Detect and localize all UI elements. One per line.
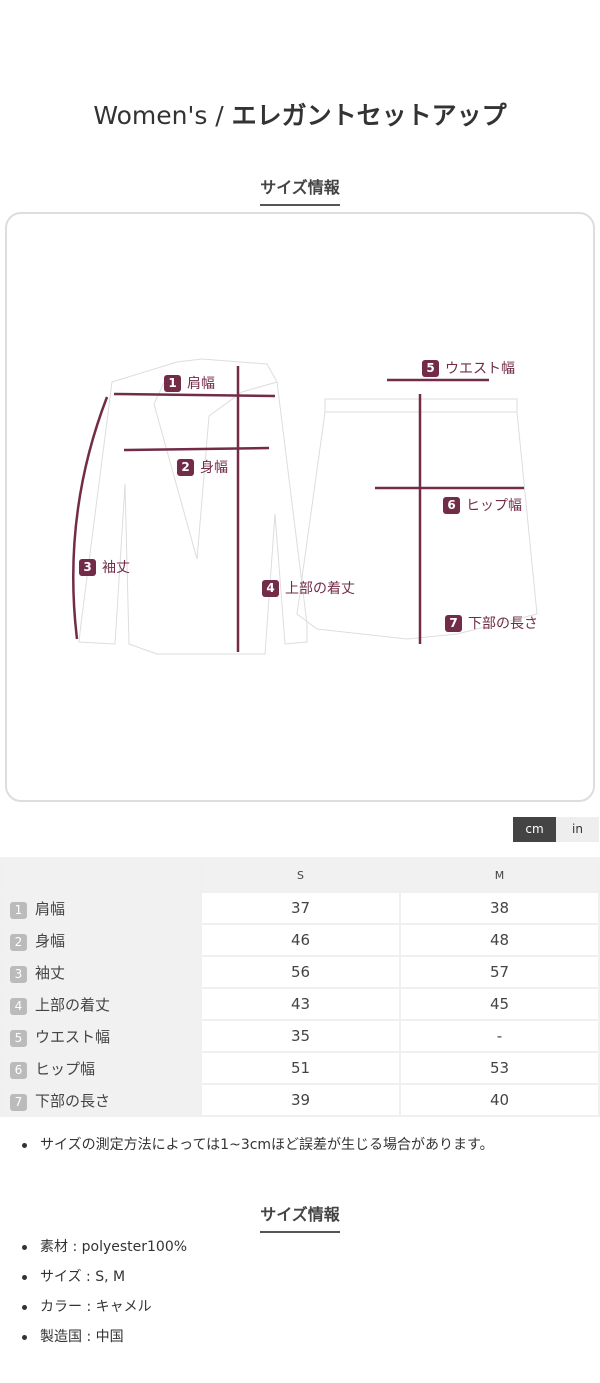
list-item: カラー : キャメル <box>22 1292 187 1322</box>
garment-illustration <box>72 358 538 655</box>
info-section-heading: サイズ情報 <box>0 1201 600 1233</box>
size-section-heading: サイズ情報 <box>0 174 600 206</box>
product-info-list: 素材 : polyester100% サイズ : S, M カラー : キャメル… <box>22 1232 187 1352</box>
page-title: Women's / エレガントセットアップ <box>93 101 507 130</box>
list-item: サイズ : S, M <box>22 1262 187 1292</box>
unit-in-button[interactable]: in <box>556 817 599 842</box>
unit-toggle[interactable]: cm in <box>513 817 599 842</box>
measurement-note: サイズの測定方法によっては1~3cmほど誤差が生じる場合があります。 <box>22 1130 494 1160</box>
list-item: 素材 : polyester100% <box>22 1232 187 1262</box>
list-item: 製造国 : 中国 <box>22 1322 187 1352</box>
unit-cm-button[interactable]: cm <box>513 817 556 842</box>
table-header: S M <box>0 857 600 893</box>
column-header: S <box>200 857 401 893</box>
column-header: M <box>399 857 600 893</box>
